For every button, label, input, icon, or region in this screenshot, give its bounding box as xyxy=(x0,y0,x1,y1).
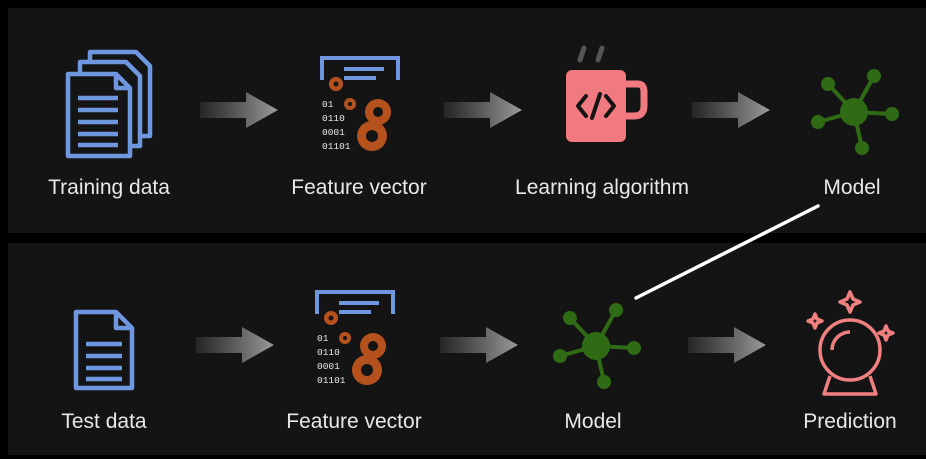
right-arrow-icon xyxy=(440,325,520,370)
crystal-ball-icon xyxy=(802,290,898,405)
bit-row: 0001 xyxy=(322,127,345,138)
step-label-training-data: Training data xyxy=(48,176,170,199)
bit-row: 01101 xyxy=(317,375,346,386)
bit-row: 01101 xyxy=(322,141,351,152)
bit-row: 01 xyxy=(317,333,329,344)
code-mug-icon xyxy=(560,44,650,153)
network-node-icon xyxy=(806,64,902,165)
bit-row: 0001 xyxy=(317,361,340,372)
bit-row: 0110 xyxy=(322,113,345,124)
step-label-model: Model xyxy=(564,410,622,433)
bit-row: 01 xyxy=(322,99,334,110)
step-label-model: Model xyxy=(823,176,881,199)
document-icon xyxy=(72,308,136,397)
document-stack-icon xyxy=(60,48,156,165)
right-arrow-icon xyxy=(196,325,276,370)
step-label-test-data: Test data xyxy=(61,410,147,433)
right-arrow-icon xyxy=(688,325,768,370)
network-node-icon xyxy=(548,298,644,399)
step-label-feature-vector: Feature vector xyxy=(286,410,422,433)
training-pipeline-panel xyxy=(8,8,926,233)
step-label-learning-algorithm: Learning algorithm xyxy=(515,176,689,199)
right-arrow-icon xyxy=(692,90,772,135)
bit-row: 0110 xyxy=(317,347,340,358)
step-label-prediction: Prediction xyxy=(803,410,897,433)
feature-vector-icon: 01 0110 0001 01101 xyxy=(318,54,404,159)
feature-vector-icon: 01 0110 0001 01101 xyxy=(313,288,399,393)
right-arrow-icon xyxy=(444,90,524,135)
step-label-feature-vector: Feature vector xyxy=(291,176,427,199)
right-arrow-icon xyxy=(200,90,280,135)
